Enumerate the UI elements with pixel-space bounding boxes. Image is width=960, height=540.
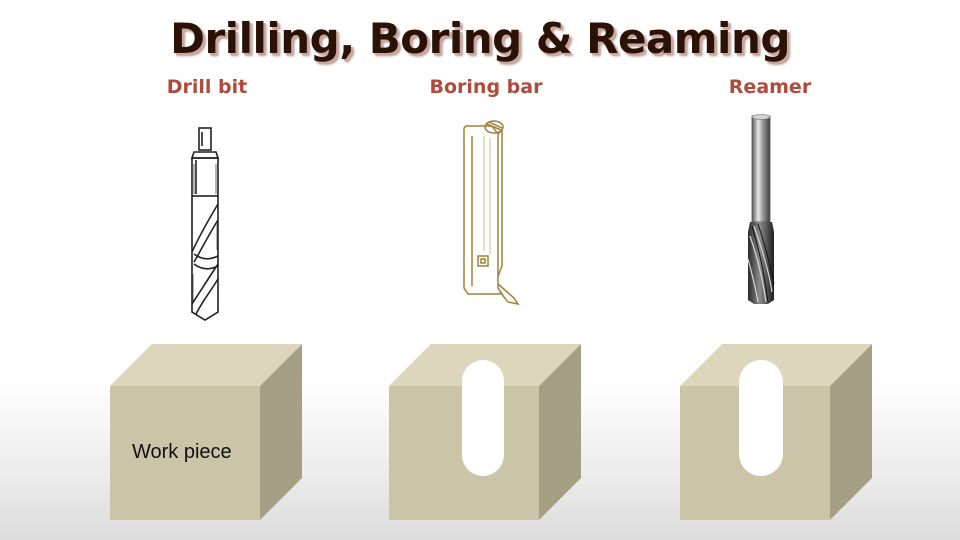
drill-bit-icon (190, 127, 220, 321)
workpiece-block-bored (389, 344, 581, 520)
workpiece-block-solid (110, 344, 302, 520)
slide-title: Drilling, Boring & Reaming (170, 14, 790, 63)
bored-hole (462, 360, 504, 476)
workpiece-block-reamed (680, 344, 872, 520)
drill-bit-label: Drill bit (166, 76, 248, 98)
reamed-hole (739, 360, 783, 476)
boring-bar-label: Boring bar (429, 76, 543, 98)
workpiece-label: Work piece (132, 441, 232, 463)
reamer-icon (747, 114, 775, 304)
boring-bar-icon (463, 120, 520, 306)
reamer-label: Reamer (728, 76, 812, 98)
